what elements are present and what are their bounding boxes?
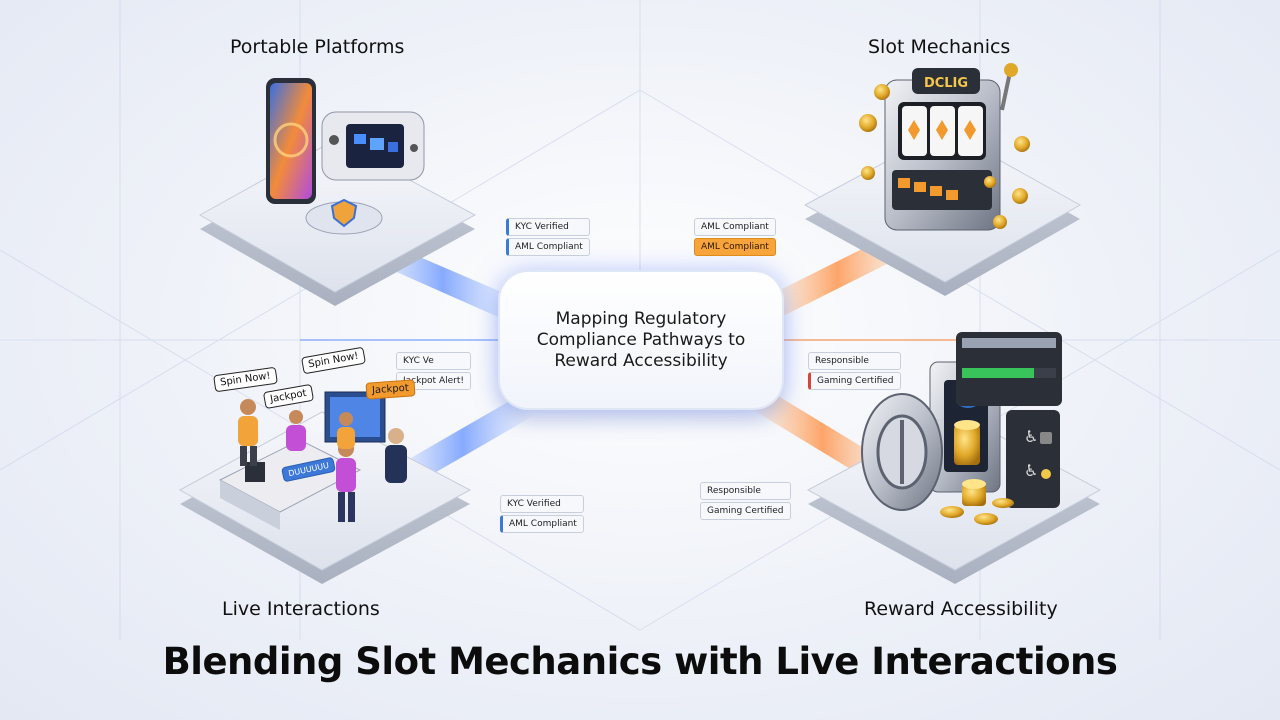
tag-group-mid-right: Responsible Gaming Certified <box>808 352 901 390</box>
wheelchair-icon: ♿ <box>1024 461 1038 480</box>
label-portable-platforms: Portable Platforms <box>230 36 405 58</box>
compliance-tag: KYC Verified <box>506 218 590 236</box>
slot-marquee: DCLIG <box>924 76 968 91</box>
tag-group-bottom-right: Responsible Gaming Certified <box>700 482 791 520</box>
coin-icon <box>859 84 1030 229</box>
platform-reward-accessibility: ♿ ♿ <box>806 332 1102 584</box>
coin-stack-icon <box>940 420 1014 525</box>
tag-group-mid-left: KYC Ve Jackpot Alert! <box>396 352 471 390</box>
person-icon <box>337 412 355 449</box>
slot-machine-icon: DCLIG <box>884 63 1018 231</box>
platform-slot-mechanics: DCLIG <box>803 63 1082 296</box>
compliance-tag: Responsible <box>808 352 901 370</box>
compliance-tag: AML Compliant <box>694 218 776 236</box>
tag-group-top-left: KYC Verified AML Compliant <box>506 218 590 256</box>
wheelchair-icon: ♿ <box>1024 427 1038 446</box>
person-icon <box>385 428 407 483</box>
compliance-tag: Responsible <box>700 482 791 500</box>
shield-icon <box>305 198 383 235</box>
smartphone-icon <box>266 78 316 204</box>
person-icon <box>286 410 306 451</box>
compliance-tag: Gaming Certified <box>700 502 791 520</box>
page-title: Blending Slot Mechanics with Live Intera… <box>162 640 1118 683</box>
label-live-interactions: Live Interactions <box>222 598 380 620</box>
compliance-tag: KYC Ve <box>396 352 471 370</box>
label-slot-mechanics: Slot Mechanics <box>868 36 1011 58</box>
platform-live-interactions <box>178 391 472 584</box>
handheld-console-icon <box>321 111 425 181</box>
speech-bubble: Jackpot <box>365 379 416 400</box>
compliance-tag: KYC Verified <box>500 495 584 513</box>
platform-portable-platforms <box>198 78 477 306</box>
center-hub: Mapping Regulatory Compliance Pathways t… <box>500 272 782 408</box>
compliance-tag: AML Compliant <box>506 238 590 256</box>
person-icon <box>238 399 258 466</box>
center-line-1: Mapping Regulatory <box>555 308 727 329</box>
center-line-2: Compliance Pathways to <box>536 329 746 350</box>
compliance-tag: AML Compliant <box>500 515 584 533</box>
tag-group-bottom-left: KYC Verified AML Compliant <box>500 495 584 533</box>
progress-panel <box>956 332 1062 406</box>
accessibility-panel: ♿ ♿ <box>1006 410 1060 508</box>
lock-icon <box>1040 432 1052 444</box>
compliance-tag: Gaming Certified <box>808 372 901 390</box>
compliance-tag: AML Compliant <box>694 238 776 256</box>
label-reward-accessibility: Reward Accessibility <box>864 598 1058 620</box>
center-line-3: Reward Accessibility <box>554 350 728 371</box>
tag-group-top-right: AML Compliant AML Compliant <box>694 218 776 256</box>
